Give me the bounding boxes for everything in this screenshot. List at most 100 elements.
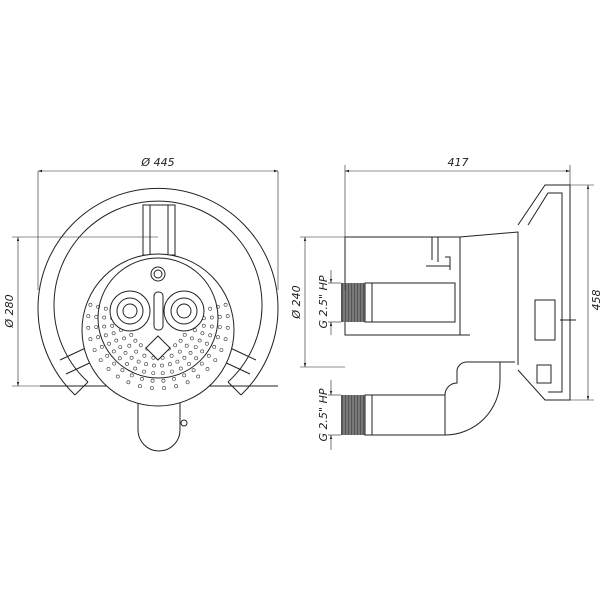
dim-inner-diameter: Ø 280 [3, 294, 16, 328]
air-button-icon [150, 266, 166, 282]
nozzle-hole [129, 355, 134, 360]
dim-height: 458 [590, 290, 603, 311]
nozzle-hole [92, 348, 97, 353]
nozzle-hole [138, 343, 143, 348]
nozzle-hole [178, 338, 183, 343]
nozzle-hole [212, 344, 217, 349]
nozzle-hole [194, 356, 199, 361]
thread-label-lower: G 2.5" HP [317, 388, 330, 441]
nozzle-hole [200, 331, 205, 336]
nozzle-hole [170, 369, 174, 374]
nozzle-hole [178, 366, 183, 371]
nozzle-hole [196, 374, 201, 379]
nozzle-hole [223, 302, 228, 307]
nozzle-hole [182, 355, 187, 360]
nozzle-hole [142, 369, 146, 374]
upper-pipe [341, 282, 456, 323]
nozzle-hole [219, 348, 224, 353]
nozzle-hole [215, 304, 220, 309]
nozzle-hole [225, 325, 230, 330]
nozzle-hole [142, 353, 147, 358]
nozzle-hole [184, 343, 189, 348]
nozzle-hole [193, 345, 198, 350]
nozzle-hole [188, 350, 193, 355]
nozzle-hole [149, 386, 154, 391]
center-valve [145, 335, 171, 361]
nozzle-hole [103, 333, 108, 338]
nozzle-hole [215, 335, 220, 340]
nozzle-hole [160, 371, 165, 376]
nozzle-hole [122, 336, 127, 341]
nozzle-hole [205, 367, 210, 371]
nozzle-hole [133, 366, 138, 371]
nozzle-hole [208, 306, 213, 311]
nozzle-hole [96, 304, 101, 309]
nozzle-hole [102, 324, 107, 329]
nozzle-hole [86, 314, 91, 319]
nozzle-hole [106, 367, 111, 371]
nozzle-hole [103, 306, 108, 311]
nozzle-hole [125, 362, 129, 366]
side-view: 417 458 Ø 240 G 2.5" HP G 2.5" HP [290, 156, 603, 450]
nozzle-hole [123, 350, 128, 355]
nozzle-hole [174, 384, 179, 389]
nozzle-hole [117, 356, 122, 361]
nozzle-hole [169, 353, 174, 358]
nozzle-hole [133, 338, 138, 343]
nozzle-hole [201, 323, 206, 328]
nozzle-hole [204, 341, 209, 346]
nozzle-hole [134, 349, 139, 354]
nozzle-hole [105, 353, 110, 358]
nozzle-hole [177, 349, 182, 354]
nozzle-hole [206, 353, 211, 358]
nozzle-hole [102, 315, 107, 320]
nozzle-hole [99, 344, 104, 349]
control-slider [153, 291, 164, 331]
nozzle-hole [129, 332, 134, 337]
thread-label-upper: G 2.5" HP [317, 275, 330, 328]
nozzle-hole [200, 349, 205, 354]
inner-ring-arc [53, 200, 263, 383]
right-jet-nozzle [163, 290, 205, 332]
nozzle-hole [144, 362, 149, 367]
nozzle-hole [185, 380, 190, 385]
bottom-pipe [137, 385, 181, 452]
nozzle-hole [118, 345, 123, 350]
nozzle-hole [182, 332, 187, 337]
nozzle-hole [208, 333, 213, 338]
nozzle-hole [172, 376, 176, 381]
nozzle-hole [217, 314, 222, 319]
valve-stem [426, 237, 451, 270]
nozzle-hole [187, 362, 191, 366]
nozzle-hole [162, 386, 167, 391]
nozzle-hole [160, 355, 165, 360]
nozzle-hole [173, 343, 178, 348]
nozzle-hole [111, 331, 116, 336]
nozzle-hole [126, 380, 131, 385]
outer-ring-arc [37, 187, 279, 396]
dim-outer-diameter: Ø 445 [140, 156, 174, 169]
nozzle-hole [96, 335, 101, 340]
nozzle-hole [114, 338, 119, 343]
dim-length: 417 [448, 156, 469, 169]
nozzle-hole [129, 373, 134, 378]
nozzle-hole [150, 378, 155, 383]
nozzle-hole [140, 376, 144, 381]
nozzle-hole [127, 343, 132, 348]
nozzle-holes [86, 302, 230, 391]
top-spoke [142, 204, 176, 256]
nozzle-hole [115, 374, 120, 379]
nozzle-hole [167, 362, 172, 367]
nozzle-hole [94, 314, 99, 319]
pipe-elbow [444, 361, 515, 436]
connector-bolt-icon [180, 419, 188, 427]
nozzle-hole [88, 302, 93, 307]
nozzle-hole [191, 368, 196, 373]
front-view: Ø 445 Ø 280 [3, 156, 279, 452]
nozzle-hole [112, 361, 117, 366]
nozzle-hole [225, 314, 230, 319]
nozzle-hole [137, 384, 142, 389]
nozzle-hole [98, 358, 103, 363]
nozzle-hole [152, 363, 156, 368]
